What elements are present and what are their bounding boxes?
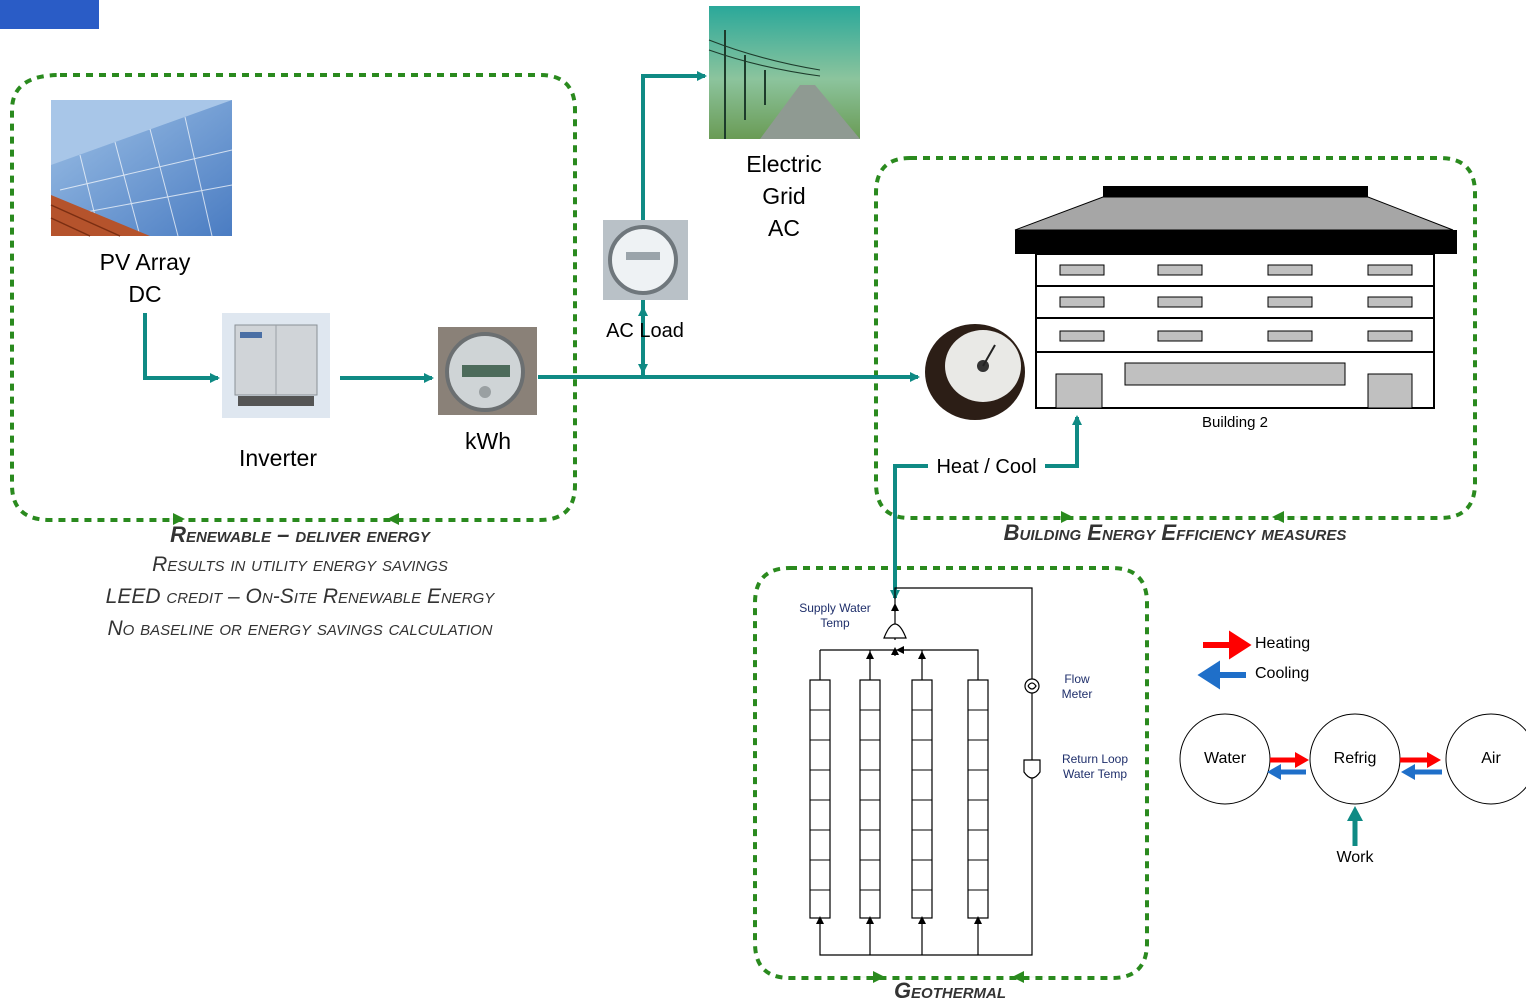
- supply-water-temp-label: Supply Water Temp: [780, 601, 890, 631]
- supply-temp-line2: Temp: [820, 616, 850, 630]
- refrigeration-cycle: [1179, 713, 1526, 846]
- geothermal-loop-schematic: [809, 587, 1041, 956]
- work-label: Work: [1336, 849, 1374, 866]
- cooling-legend-label: Cooling: [1255, 665, 1310, 682]
- cooling-legend-arrow: [1197, 660, 1246, 690]
- renewable-caption: Renewable – deliver energy Results in ut…: [25, 521, 575, 645]
- grid-line2: Grid: [762, 183, 806, 209]
- flow-meter-label: Flow Meter: [1050, 672, 1104, 702]
- efficiency-boundary: [874, 156, 1477, 523]
- geothermal-title: Geothermal: [893, 978, 1007, 1003]
- ac-load-meter-image: [603, 220, 688, 300]
- refrig-circle-label: Refrig: [1333, 750, 1377, 767]
- water-circle-label: Water: [1203, 750, 1247, 767]
- corner-tab: [0, 0, 99, 29]
- renewable-boundary: [10, 73, 577, 525]
- flow-line2: Meter: [1061, 687, 1093, 701]
- inverter-label: Inverter: [239, 445, 317, 471]
- heating-legend-arrow: [1203, 630, 1252, 660]
- ac-load-label: AC Load: [606, 320, 684, 342]
- supply-temp-line1: Supply Water: [799, 601, 871, 615]
- building-drawing: [1014, 186, 1457, 409]
- pv-array-line2: DC: [128, 281, 162, 307]
- kwh-meter-image: [438, 327, 537, 415]
- grid-line1: Electric: [746, 151, 822, 177]
- return-loop-temp-label: Return Loop Water Temp: [1052, 752, 1138, 782]
- building-label: Building 2: [1202, 414, 1268, 431]
- renewable-line-3: No baseline or energy savings calculatio…: [107, 617, 493, 640]
- inverter-image: [222, 313, 330, 418]
- energy-flow-lines: [143, 71, 1082, 600]
- heat-cool-label: Heat / Cool: [928, 456, 1045, 479]
- kwh-label: kWh: [465, 428, 511, 454]
- pv-array-line1: PV Array: [99, 249, 191, 275]
- heating-legend-label: Heating: [1255, 635, 1311, 652]
- pv-array-label: PV Array DC: [70, 246, 220, 310]
- pv-array-image: [50, 100, 233, 237]
- electric-grid-label: Electric Grid AC: [720, 148, 848, 244]
- renewable-line-1: Results in utility energy savings: [152, 553, 448, 576]
- renewable-line-2: LEED credit – On-Site Renewable Energy: [105, 585, 495, 608]
- return-line2: Water Temp: [1062, 767, 1128, 781]
- grid-line3: AC: [768, 215, 800, 241]
- air-circle-label: Air: [1481, 750, 1501, 767]
- renewable-title: Renewable – deliver energy: [170, 522, 430, 547]
- electric-grid-image: [708, 6, 860, 139]
- return-line1: Return Loop: [1061, 752, 1129, 766]
- geothermal-boundary: [753, 566, 1149, 983]
- flow-line1: Flow: [1064, 672, 1090, 686]
- efficiency-title: Building Energy Efficiency measures: [1003, 520, 1347, 545]
- thermostat-gauge-image: [925, 324, 1025, 420]
